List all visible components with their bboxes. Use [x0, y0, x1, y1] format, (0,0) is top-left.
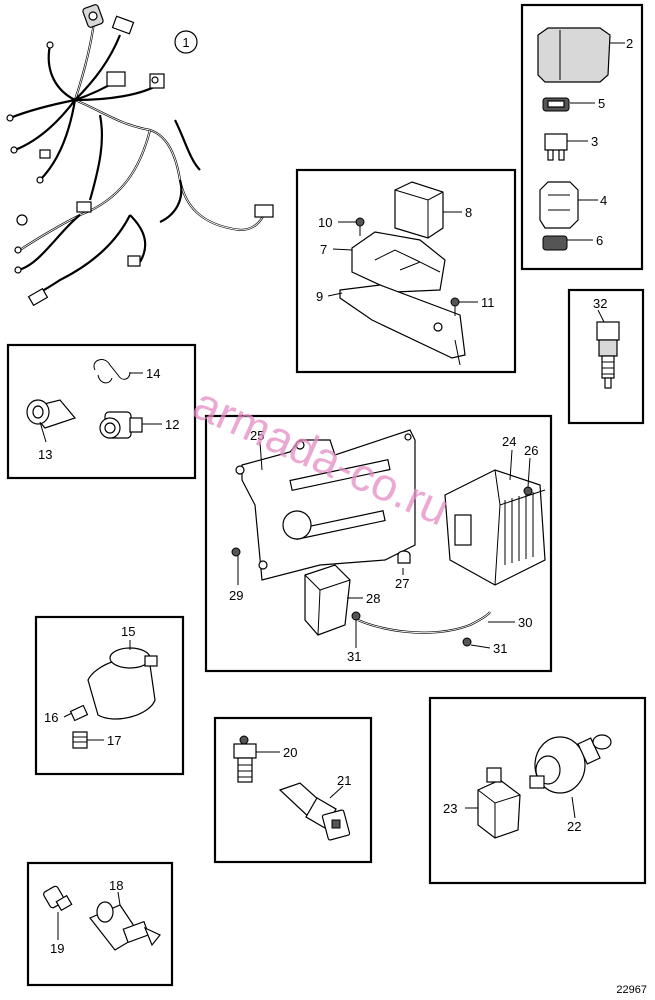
fuse-seal-5: [542, 97, 570, 112]
temp-sensor-group-frame: [213, 716, 373, 864]
callout-29: 29: [229, 588, 243, 603]
fuse-3: [544, 133, 568, 161]
callout-16: 16: [44, 710, 58, 725]
nut-31a: [351, 611, 361, 621]
callout-32: 32: [593, 296, 607, 311]
callout-10: 10: [318, 215, 332, 230]
nut-31b: [462, 637, 472, 647]
spacer-27: [397, 550, 411, 564]
callout-24: 24: [502, 434, 516, 449]
control-unit-24: [444, 469, 546, 586]
temp-sensor-20: [233, 735, 257, 783]
figure-number: 22967: [616, 984, 647, 996]
cable-30: [357, 611, 491, 634]
callout-11: 11: [481, 295, 495, 310]
callout-18: 18: [109, 878, 123, 893]
callout-15: 15: [121, 624, 135, 639]
mounting-plate-25: [235, 429, 416, 581]
callout-1-circle: [174, 30, 198, 54]
relay-holder-7: [351, 231, 446, 293]
pressure-sensor-22: [529, 734, 612, 794]
callout-28: 28: [366, 591, 380, 606]
sensor-32: [596, 321, 620, 389]
callout-5: 5: [598, 96, 605, 111]
callout-31b: 31: [493, 641, 507, 656]
connector-group-frame: [6, 343, 197, 480]
callout-23: 23: [443, 801, 457, 816]
callout-6: 6: [596, 233, 603, 248]
fuse-seal-6: [542, 235, 568, 251]
callout-22: 22: [567, 819, 581, 834]
filter-15: [87, 647, 158, 720]
callout-1: 1: [182, 35, 189, 50]
fuse-group-frame: [520, 3, 644, 271]
control-unit-group-frame: [204, 414, 553, 673]
fuse-holder-cover-2: [537, 27, 611, 83]
clip-14: [93, 359, 131, 384]
connector-12: [99, 411, 143, 439]
nipple-17: [72, 731, 88, 749]
relay-group-frame: [295, 168, 517, 374]
callout-12: 12: [165, 417, 179, 432]
fuse-holder-4: [539, 181, 579, 229]
callout-20: 20: [283, 745, 297, 760]
pressure-sensor-group-frame: [428, 696, 647, 885]
temp-sensor-21: [278, 782, 351, 841]
relay-8: [394, 181, 444, 239]
elbow-fitting-16: [69, 704, 89, 722]
callout-25: 25: [250, 428, 264, 443]
callout-17: 17: [107, 733, 121, 748]
oil-sensor-group-frame: [26, 861, 174, 987]
sensor-32-frame: [567, 288, 645, 425]
screw-26: [523, 486, 533, 496]
callout-26: 26: [524, 443, 538, 458]
callout-2: 2: [626, 36, 633, 51]
sensor-18: [89, 901, 161, 951]
filter-group-frame: [34, 615, 185, 776]
callout-7: 7: [320, 242, 327, 257]
callout-14: 14: [146, 366, 160, 381]
callout-27: 27: [395, 576, 409, 591]
callout-21: 21: [337, 773, 351, 788]
callout-3: 3: [591, 134, 598, 149]
relay-28: [304, 564, 351, 636]
callout-13: 13: [38, 447, 52, 462]
callout-4: 4: [600, 193, 607, 208]
callout-8: 8: [465, 205, 472, 220]
callout-19: 19: [50, 941, 64, 956]
adapter-23: [477, 767, 521, 839]
screw-29: [231, 547, 241, 557]
screw-10: [355, 217, 365, 236]
callout-9: 9: [316, 289, 323, 304]
bracket-9: [339, 284, 466, 366]
callout-31a: 31: [347, 649, 361, 664]
adapter-19: [43, 885, 73, 912]
callout-30: 30: [518, 615, 532, 630]
wiring-harness: [6, 4, 274, 307]
cable-clamp-13: [26, 399, 77, 429]
